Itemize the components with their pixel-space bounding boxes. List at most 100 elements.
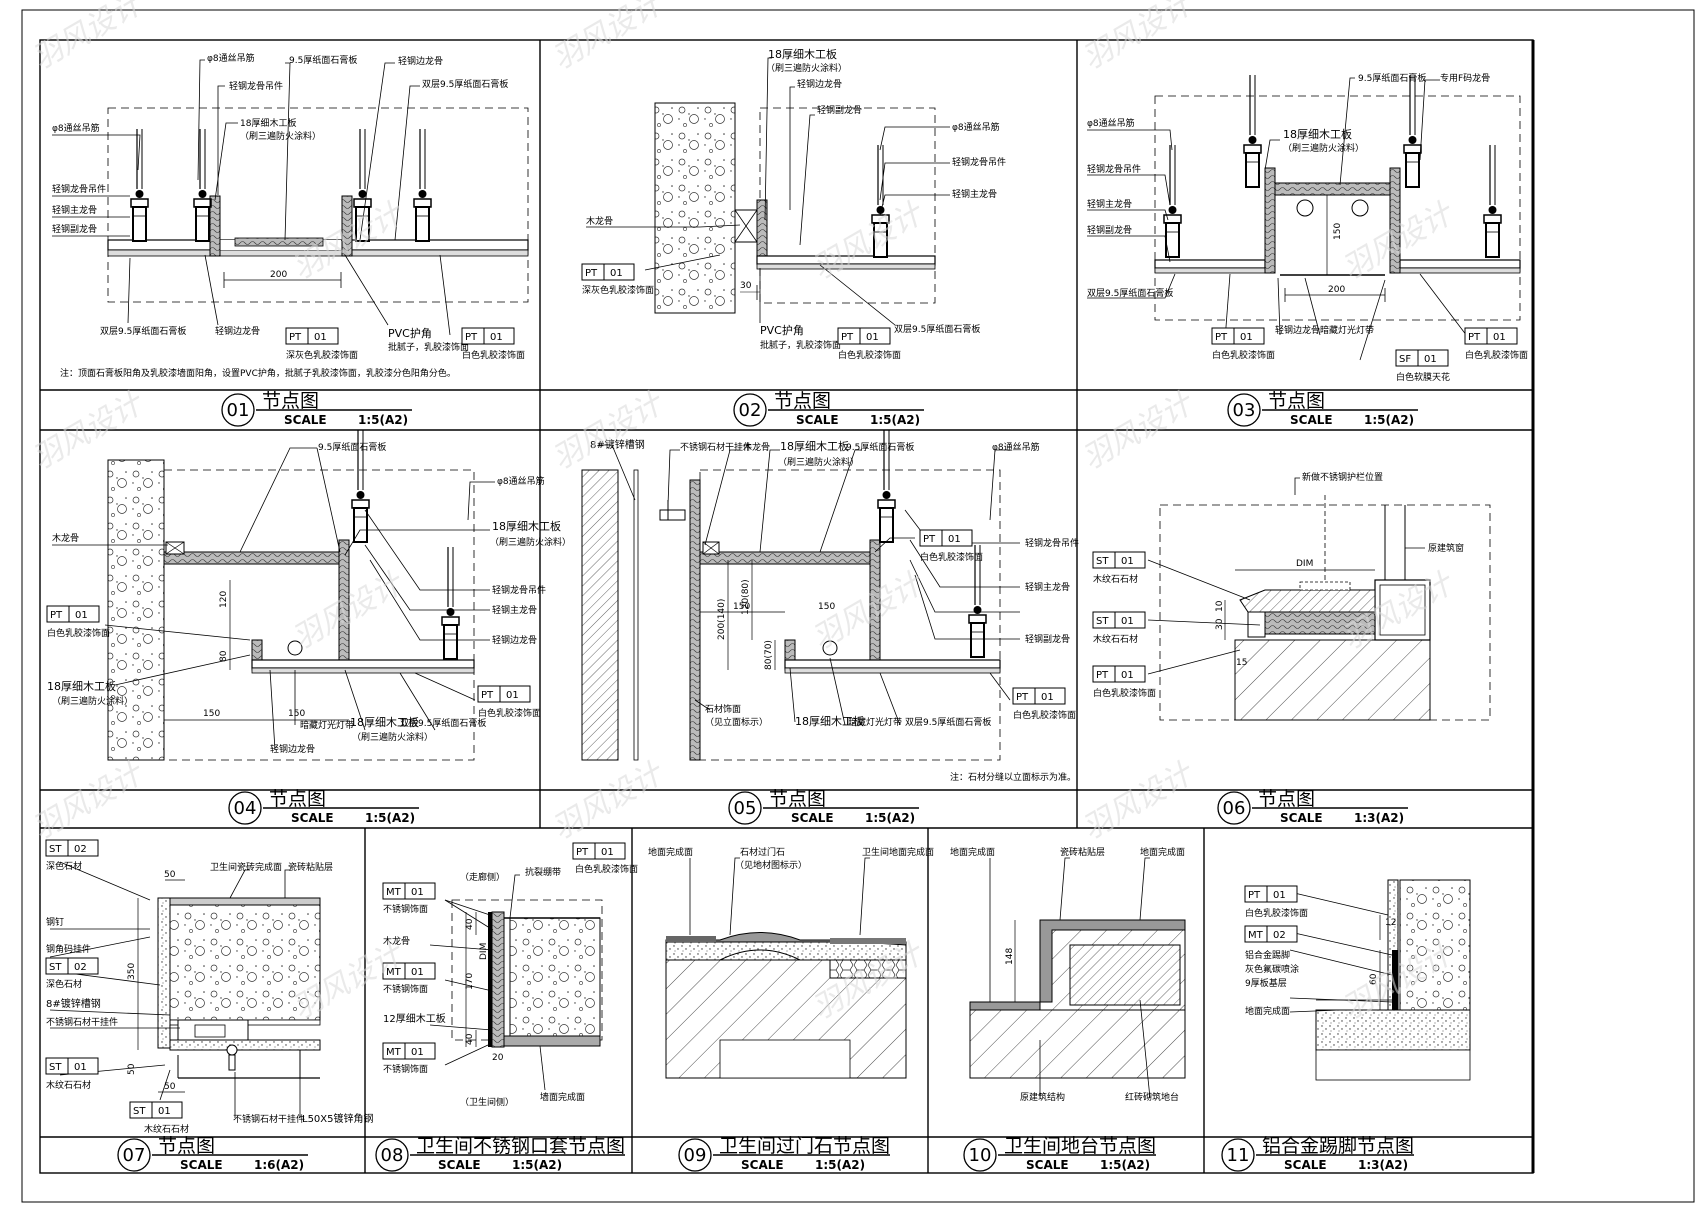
tag-number: 01 [490, 332, 503, 343]
label: （卫生间侧） [460, 1096, 514, 1108]
label: 轻钢龙骨吊件 [492, 584, 546, 596]
label: 木龙骨 [52, 532, 79, 544]
dim: 120 [219, 591, 229, 608]
note: 注：石材分缝以立面标示为准。 [950, 771, 1076, 783]
dim: 60 [1369, 973, 1379, 985]
detail-number: 01 [227, 400, 250, 421]
tag-number: 01 [1493, 332, 1506, 343]
dim: 20 [492, 1053, 504, 1063]
detail-title: 铝合金踢脚节点图 [1262, 1135, 1414, 1157]
label: 木龙骨 [586, 215, 613, 227]
label: 18厚细木工板 [492, 519, 561, 533]
dim: 10 [1215, 600, 1225, 612]
label: 轻钢边龙骨 [398, 55, 443, 67]
label: φ8通丝吊筋 [1087, 117, 1135, 129]
outer-border [21, 9, 1695, 1203]
label: （刷三遍防火涂料） [240, 130, 321, 142]
tag-number: 01 [506, 690, 519, 701]
label: PVC护角 [760, 323, 804, 337]
scale-label: SCALE [791, 811, 834, 825]
label: 轻钢主龙骨 [1025, 581, 1070, 593]
dim: DIM [1296, 559, 1313, 569]
scale-ratio: 1:5(A2) [1100, 1158, 1150, 1172]
tag-code: PT [1248, 890, 1261, 901]
label: 批腻子，乳胶漆饰面 [760, 339, 841, 351]
tag-code: PT [1468, 332, 1481, 343]
tag-code: MT [386, 1047, 402, 1058]
dim: 200 [270, 270, 287, 280]
detail-number-circle [228, 791, 262, 825]
label: 9.5厚纸面石膏板 [846, 441, 914, 453]
label: 深色石材 [46, 860, 82, 872]
label: φ8通丝吊筋 [952, 121, 1000, 133]
dim: 200(140) [717, 599, 727, 640]
detail-number-circle [963, 1138, 997, 1172]
label: 双层9.5厚纸面石膏板 [1087, 287, 1173, 299]
tag-number: 01 [1041, 692, 1054, 703]
dim: 30 [1215, 618, 1225, 630]
label: （刷三遍防火涂料） [778, 456, 859, 468]
tag-code: PT [923, 534, 936, 545]
tag-number: 02 [74, 962, 87, 973]
dim: 50 [127, 1063, 137, 1075]
watermark-text: 羽风设计 [547, 755, 671, 847]
label: 不锈钢石材干挂件 [680, 441, 752, 453]
label: 不锈钢石材干挂件 [233, 1113, 305, 1125]
label: 深灰色乳胶漆饰面 [286, 349, 358, 361]
detail-title: 节点图 [774, 390, 831, 412]
watermark-text: 羽风设计 [807, 195, 931, 287]
label: 轻钢副龙骨 [1025, 633, 1070, 645]
detail-number-circle [117, 1138, 151, 1172]
panel-grid [40, 40, 1533, 1173]
label: （刷三遍防火涂料） [766, 62, 847, 74]
label: 18厚细木工板 [768, 47, 837, 61]
label: 8#镀锌槽钢 [590, 438, 645, 451]
label: 轻钢边龙骨 [215, 325, 260, 337]
label: 轻钢龙骨吊件 [1025, 537, 1079, 549]
panel-05-detail: 200(140) 120(80) 80(70) 150 150 8#镀锌槽钢 不… [581, 429, 1079, 783]
label: 深色石材 [46, 978, 82, 990]
tag-code: ST [49, 1062, 62, 1073]
tag-number: 01 [866, 332, 879, 343]
panel-09-detail: 地面完成面 石材过门石 （见地材图标示） 卫生间地面完成面 [648, 846, 934, 1079]
label: 不锈钢石材干挂件 [46, 1016, 118, 1028]
label: （刷三遍防火涂料） [352, 731, 433, 743]
label: 灰色氟碳喷涂 [1245, 963, 1299, 975]
tag-code: PT [585, 268, 598, 279]
tag-number: 01 [411, 887, 424, 898]
label: 抗裂绷带 [525, 866, 561, 878]
detail-number-circle [1227, 393, 1261, 427]
tag-code: PT [841, 332, 854, 343]
detail-number: 09 [684, 1145, 707, 1166]
tag-code: PT [1096, 670, 1109, 681]
label: 地面完成面 [648, 846, 693, 858]
label: 轻钢副龙骨 [1087, 224, 1132, 236]
scale-label: SCALE [741, 1158, 784, 1172]
panel-06-detail: DIM 10 30 15 新做不锈钢护栏位置 原建筑窗 ST 01 木纹石石材 … [1092, 471, 1491, 721]
label: 钢钉 [46, 916, 64, 928]
detail-number-circle [1217, 791, 1251, 825]
detail-number: 10 [969, 1145, 992, 1166]
label: 石材饰面 [705, 703, 741, 715]
tag-code: ST [133, 1106, 146, 1117]
dim: 80 [219, 650, 229, 662]
detail-number-circle [678, 1138, 712, 1172]
label: 白色乳胶漆饰面 [838, 349, 901, 361]
label: 18厚细木工板 [47, 679, 116, 693]
detail-title: 卫生间地台节点图 [1004, 1135, 1156, 1157]
label: 9厚板基层 [1245, 977, 1287, 989]
tag-code: PT [1016, 692, 1029, 703]
scale-ratio: 1:5(A2) [865, 811, 915, 825]
detail-number: 05 [734, 798, 757, 819]
detail-title: 节点图 [769, 788, 826, 810]
label: 轻钢主龙骨 [52, 204, 97, 216]
dim: 150 [288, 709, 305, 719]
watermark-text: 羽风设计 [27, 755, 151, 847]
dim: 170 [465, 973, 475, 990]
label: 轻钢边龙骨 [1275, 324, 1320, 336]
dim: 148 [1005, 948, 1015, 965]
tag-code: PT [289, 332, 302, 343]
